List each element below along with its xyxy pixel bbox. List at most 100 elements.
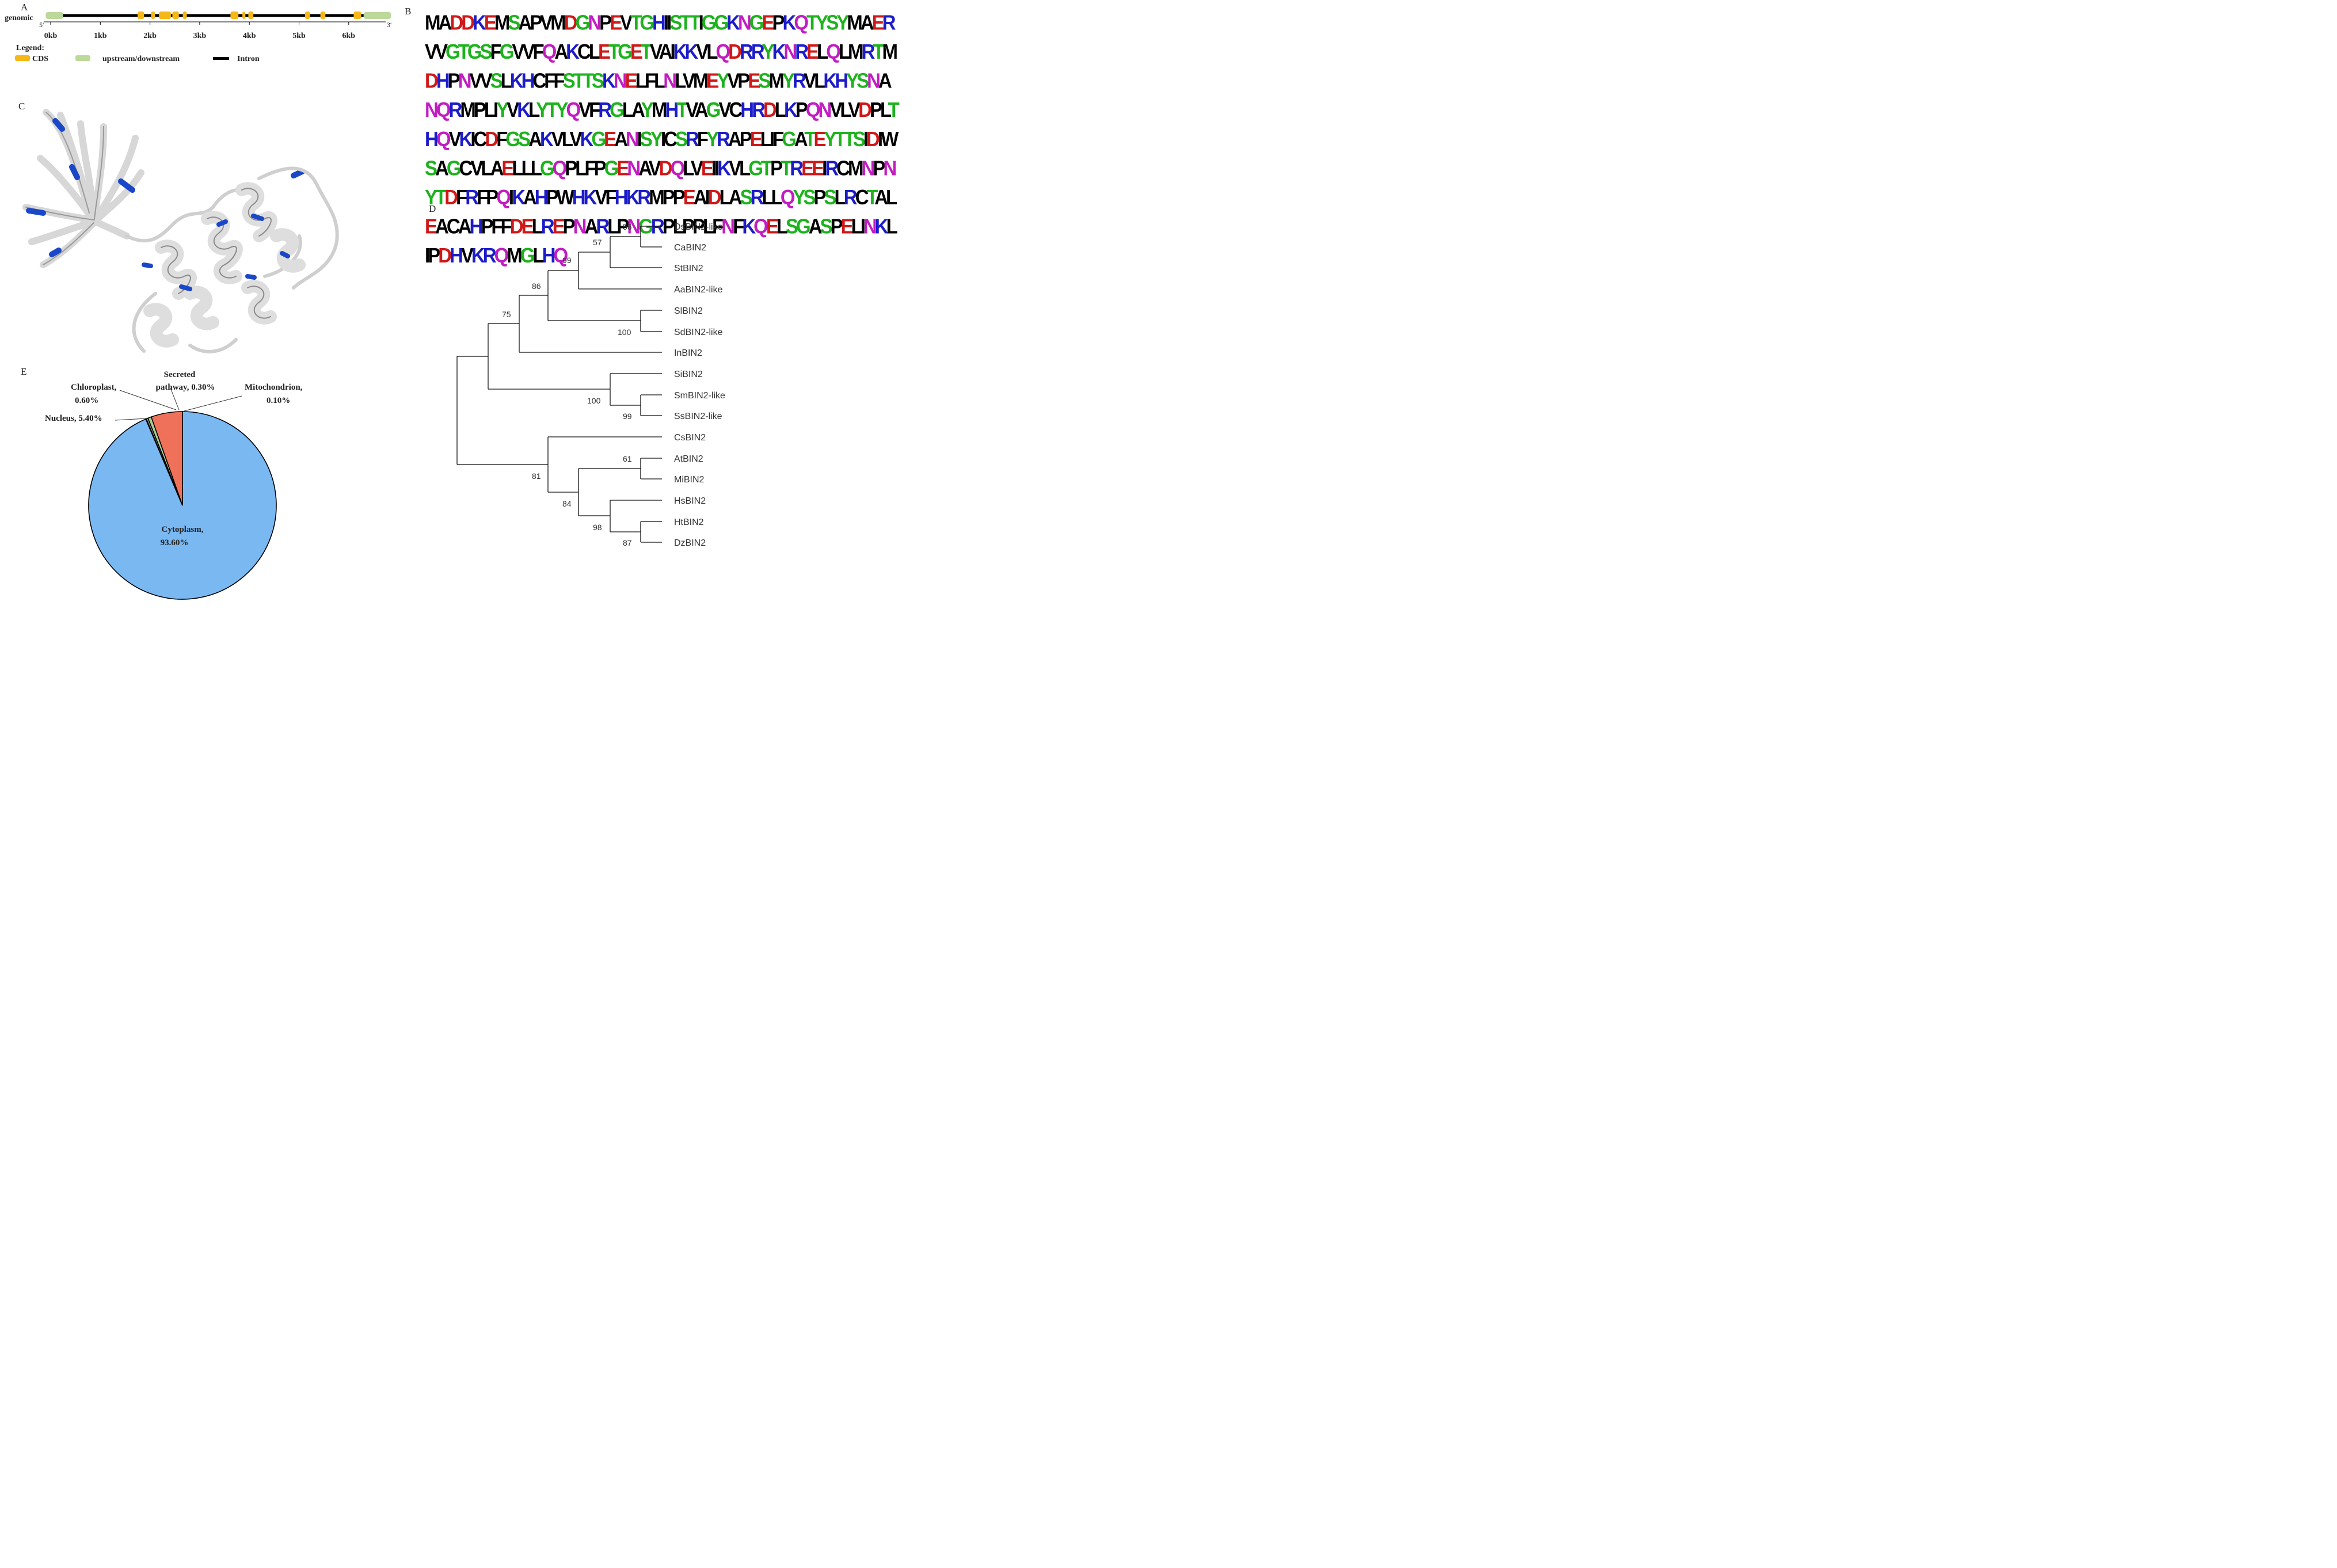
logo-residue: D: [461, 10, 475, 35]
logo-residue: A: [694, 98, 709, 121]
logo-residue: L: [512, 156, 523, 180]
logo-residue: T: [804, 127, 816, 151]
logo-residue: R: [598, 98, 612, 121]
logo-residue: G: [539, 156, 555, 180]
tree-branches: [456, 226, 662, 543]
logo-residue: S: [803, 185, 816, 209]
logo-residue: N: [573, 214, 587, 238]
bootstrap-99-a: 99: [562, 256, 572, 265]
logo-residue: L: [607, 214, 619, 238]
logo-residue: A: [490, 156, 504, 180]
logo-residue: P: [662, 214, 675, 238]
logo-residue: R: [541, 214, 555, 238]
logo-residue: L: [762, 185, 773, 209]
logo-residue: C: [577, 40, 591, 63]
logo-residue: K: [673, 40, 687, 63]
logo-residue: E: [501, 156, 514, 180]
logo-residue: E: [813, 127, 826, 151]
logo-residue: V: [727, 68, 740, 93]
logo-residue: S: [425, 156, 437, 180]
logo-residue: C: [446, 214, 460, 238]
logo-residue: R: [637, 185, 651, 209]
logo-residue: S: [740, 185, 753, 209]
logo-residue: H: [425, 127, 439, 151]
logo-residue: Q: [566, 98, 581, 121]
logo-residue: R: [882, 10, 896, 35]
logo-residue: I: [877, 127, 883, 151]
logo-residue: D: [485, 127, 498, 151]
logo-residue: A: [435, 156, 449, 180]
logo-residue: L: [885, 185, 897, 209]
logo-residue: D: [707, 185, 722, 209]
logo-residue: A: [874, 185, 888, 209]
logo-residue: L: [500, 68, 512, 93]
logo-residue: Y: [793, 185, 805, 209]
logo-residue: F: [733, 214, 744, 238]
logo-residue: A: [860, 10, 874, 35]
logo-residue: G: [782, 127, 797, 151]
logo-residue: I: [670, 40, 675, 63]
logo-residue: L: [886, 214, 898, 238]
logo-residue: L: [484, 98, 496, 121]
logo-residue: I: [425, 243, 430, 267]
taxon-label: CaBIN2: [674, 243, 706, 253]
logo-residue: N: [588, 10, 602, 35]
panel-letter-d: D: [429, 203, 436, 214]
bootstrap-75: 75: [502, 310, 511, 319]
logo-residue: G: [796, 214, 811, 238]
logo-residue: T: [573, 68, 585, 93]
logo-residue: S: [826, 10, 839, 35]
logo-residue: T: [781, 156, 792, 180]
logo-residue: E: [766, 214, 779, 238]
logo-residue: C: [473, 127, 488, 151]
logo-residue: L: [683, 156, 693, 180]
logo-residue: M: [649, 185, 664, 209]
logo-residue: Q: [753, 214, 768, 238]
logo-residue: V: [569, 127, 583, 151]
logo-residue: T: [676, 98, 688, 121]
logo-residue: V: [848, 98, 861, 121]
logo-residue: T: [888, 98, 900, 121]
logo-residue: S: [479, 40, 493, 63]
logo-residue: Y: [650, 127, 663, 151]
logo-residue: E: [748, 68, 760, 93]
logo-residue: L: [834, 185, 846, 209]
logo-residue: S: [852, 127, 866, 151]
kb-tick-label: 2kb: [143, 32, 157, 40]
logo-residue: Q: [542, 40, 557, 63]
taxon-label: HsBIN2: [674, 496, 706, 506]
logo-residue: V: [425, 40, 437, 63]
logo-residue: K: [726, 10, 740, 35]
logo-residue: L: [760, 127, 772, 151]
logo-residue: K: [684, 40, 698, 63]
logo-residue: Q: [553, 243, 568, 267]
logo-residue: S: [758, 68, 771, 93]
logo-residue: A: [435, 214, 449, 238]
logo-residue: P: [546, 185, 559, 209]
logo-residue: P: [692, 214, 705, 238]
logo-residue: A: [438, 10, 452, 35]
logo-residue: T: [680, 10, 691, 35]
logo-residue: P: [772, 10, 785, 35]
logo-residue: Y: [824, 127, 837, 151]
logo-residue: E: [597, 40, 611, 63]
logo-residue: N: [861, 156, 876, 180]
logo-residue: A: [584, 214, 599, 238]
logo-residue: P: [473, 98, 486, 121]
cds-exon-1: [151, 12, 155, 19]
logo-residue: P: [428, 243, 440, 267]
logo-residue: V: [551, 127, 564, 151]
bootstrap-57: 57: [593, 238, 602, 247]
logo-residue: K: [473, 10, 486, 35]
secreted-label-value: pathway, 0.30%: [156, 383, 215, 392]
logo-residue: N: [627, 214, 641, 238]
logo-residue: F: [490, 40, 502, 63]
logo-residue: A: [728, 127, 742, 151]
logo-residue: K: [823, 68, 837, 93]
cytoplasm-label-value: 93.60%: [161, 538, 189, 547]
logo-residue: V: [650, 40, 661, 63]
logo-residue: V: [804, 68, 816, 93]
localization-pie-chart: Cytoplasm, 93.60% Nucleus, 5.40% Chlorop…: [45, 370, 303, 600]
protein-structure-image: [22, 109, 339, 353]
logo-residue: F: [491, 214, 503, 238]
